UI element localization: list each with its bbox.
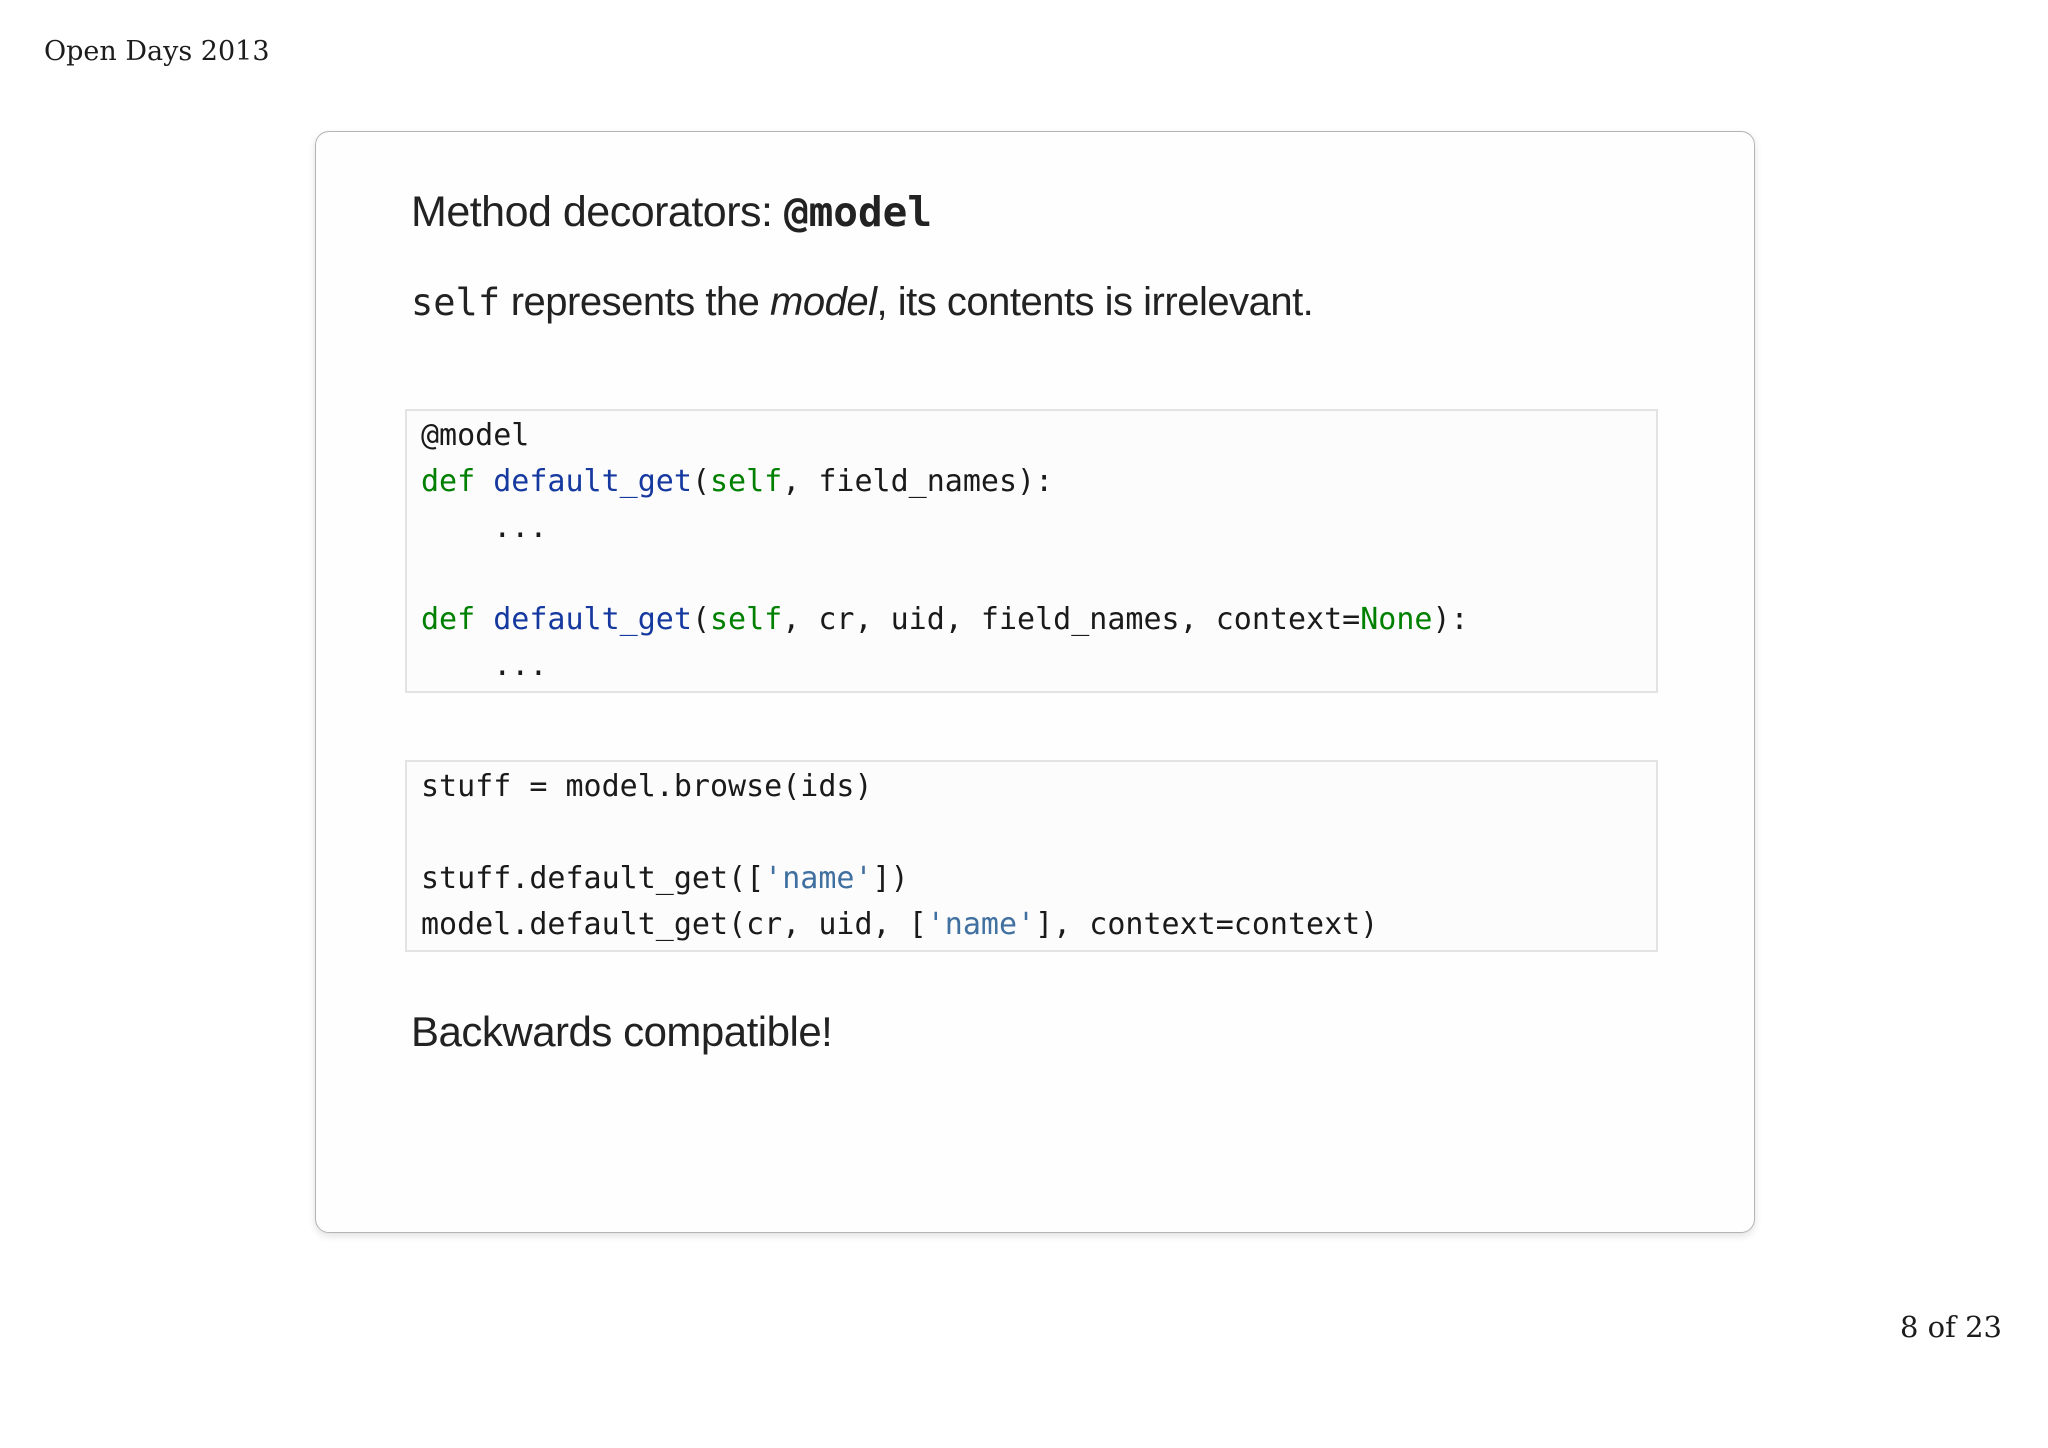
- code-line: def default_get(self, field_names):: [421, 459, 1642, 505]
- code-token: ], context=context): [1035, 907, 1379, 942]
- code-token: ...: [421, 510, 548, 545]
- closing-statement: Backwards compatible!: [411, 1008, 833, 1055]
- code-token: (: [691, 602, 710, 637]
- slide-subtitle: self represents the model, its contents …: [411, 280, 1314, 325]
- code-token: @model: [421, 418, 530, 453]
- page-indicator: 8 of 23: [1900, 1310, 2002, 1344]
- code-line: stuff.default_get(['name']): [421, 856, 1642, 902]
- slide-title-code: @model: [783, 188, 933, 236]
- code-token: None: [1360, 602, 1433, 637]
- code-block-usage-example: stuff = model.browse(ids) stuff.default_…: [405, 760, 1658, 952]
- code-token: self: [710, 464, 783, 499]
- subtitle-text-1: represents the: [500, 280, 771, 324]
- code-token: , cr, uid, field_names, context=: [782, 602, 1361, 637]
- code-token: model.default_get(cr, uid, [: [421, 907, 927, 942]
- code-line: model.default_get(cr, uid, ['name'], con…: [421, 902, 1642, 948]
- code-token: 'name': [764, 861, 873, 896]
- code-token: stuff.default_get([: [421, 861, 765, 896]
- code-token: default_get: [493, 602, 692, 637]
- slide-title-text: Method decorators:: [411, 188, 784, 236]
- code-token: def: [421, 602, 476, 637]
- slide-title: Method decorators: @model: [411, 188, 932, 237]
- slide-card: Method decorators: @model self represent…: [315, 131, 1755, 1233]
- code-token: ...: [421, 648, 548, 683]
- code-token: def: [421, 464, 476, 499]
- code-token: ):: [1432, 602, 1469, 637]
- code-token: 'name': [926, 907, 1036, 942]
- code-token: default_get: [493, 464, 692, 499]
- code-line: [421, 810, 1642, 856]
- subtitle-text-2: , its contents is irrelevant.: [876, 280, 1314, 324]
- subtitle-inline-code: self: [411, 281, 501, 324]
- code-token: stuff = model.browse(ids): [421, 769, 873, 804]
- code-token: (: [691, 464, 710, 499]
- code-token: [475, 602, 493, 637]
- code-token: , field_names):: [782, 464, 1054, 499]
- code-line: ...: [421, 643, 1642, 689]
- code-line: def default_get(self, cr, uid, field_nam…: [421, 597, 1642, 643]
- code-line: @model: [421, 413, 1642, 459]
- code-line: ...: [421, 505, 1642, 551]
- code-token: ]): [872, 861, 909, 896]
- code-line: stuff = model.browse(ids): [421, 764, 1642, 810]
- subtitle-emphasis: model: [770, 280, 877, 324]
- code-token: self: [710, 602, 783, 637]
- code-line: [421, 551, 1642, 597]
- deck-title: Open Days 2013: [44, 36, 270, 67]
- code-token: [475, 464, 493, 499]
